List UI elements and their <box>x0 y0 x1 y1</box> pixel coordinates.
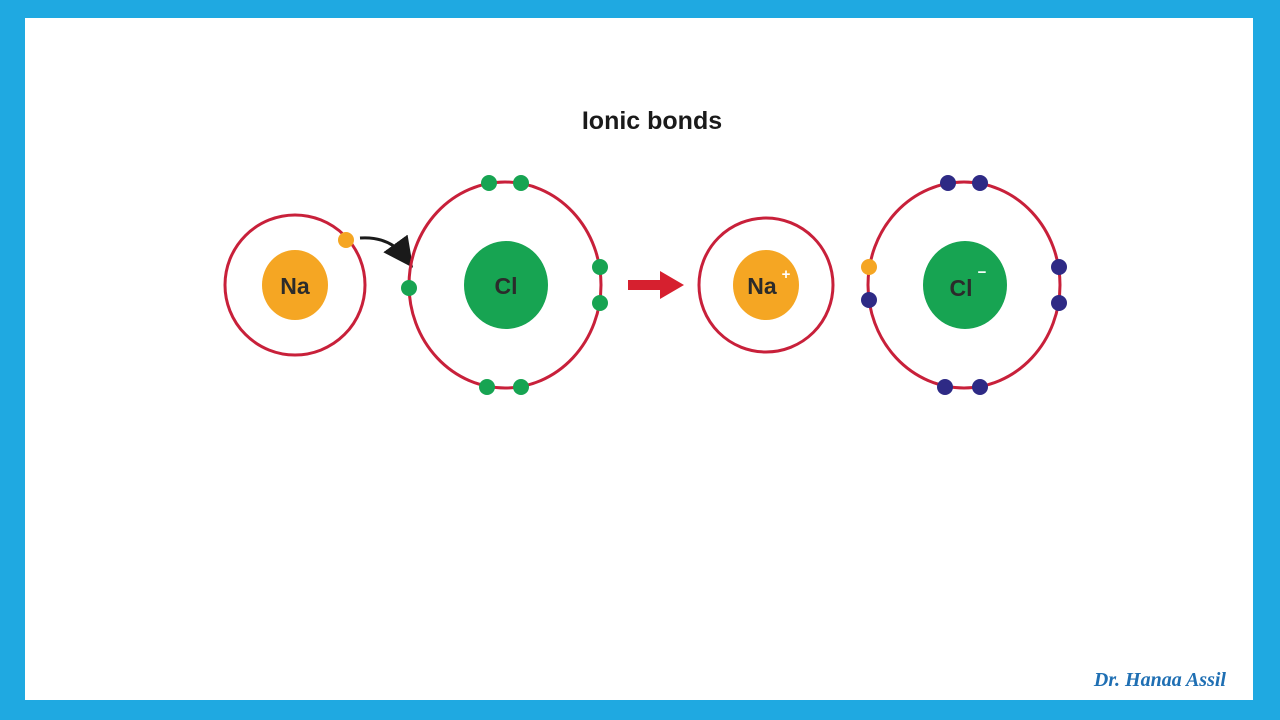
electron <box>1051 259 1067 275</box>
diagram-title: Ionic bonds <box>582 107 722 135</box>
ionic-bond-diagram: Ionic bonds Na Cl <box>223 107 1067 395</box>
electron-transfer-arrow <box>359 234 414 268</box>
chlorine-label: Cl <box>495 273 518 299</box>
sodium-ion-nucleus <box>733 250 799 320</box>
slide: Ionic bonds Na Cl <box>25 18 1253 700</box>
electron <box>481 175 497 191</box>
electron <box>592 295 608 311</box>
chloride-ion-charge: − <box>978 264 987 281</box>
gained-electron <box>861 259 877 275</box>
chlorine-electrons <box>401 175 608 395</box>
chloride-ion-electrons <box>861 175 1067 395</box>
sodium-ion-label: Na <box>747 273 777 299</box>
sodium-label: Na <box>280 273 310 299</box>
electron <box>513 379 529 395</box>
sodium-shell <box>223 213 367 357</box>
sodium-ion-charge: + <box>782 266 791 283</box>
electron <box>513 175 529 191</box>
electron <box>972 379 988 395</box>
electron <box>479 379 495 395</box>
electron <box>401 280 417 296</box>
sodium-valence-electron <box>338 232 354 248</box>
chloride-ion-shell <box>866 180 1062 390</box>
chloride-ion-nucleus <box>923 241 1007 329</box>
sodium-ion: Na + <box>697 216 835 354</box>
electron <box>972 175 988 191</box>
sodium-nucleus <box>262 250 328 320</box>
reaction-arrow <box>628 271 684 299</box>
chloride-ion: Cl − <box>861 175 1067 395</box>
sodium-atom: Na <box>223 213 367 357</box>
sodium-ion-shell <box>697 216 835 354</box>
electron <box>592 259 608 275</box>
chlorine-atom: Cl <box>401 175 608 395</box>
chlorine-nucleus <box>464 241 548 329</box>
chloride-ion-label: Cl <box>950 275 973 301</box>
author-credit: Dr. Hanaa Assil <box>1093 669 1226 691</box>
electron <box>937 379 953 395</box>
electron <box>861 292 877 308</box>
electron <box>1051 295 1067 311</box>
electron <box>940 175 956 191</box>
